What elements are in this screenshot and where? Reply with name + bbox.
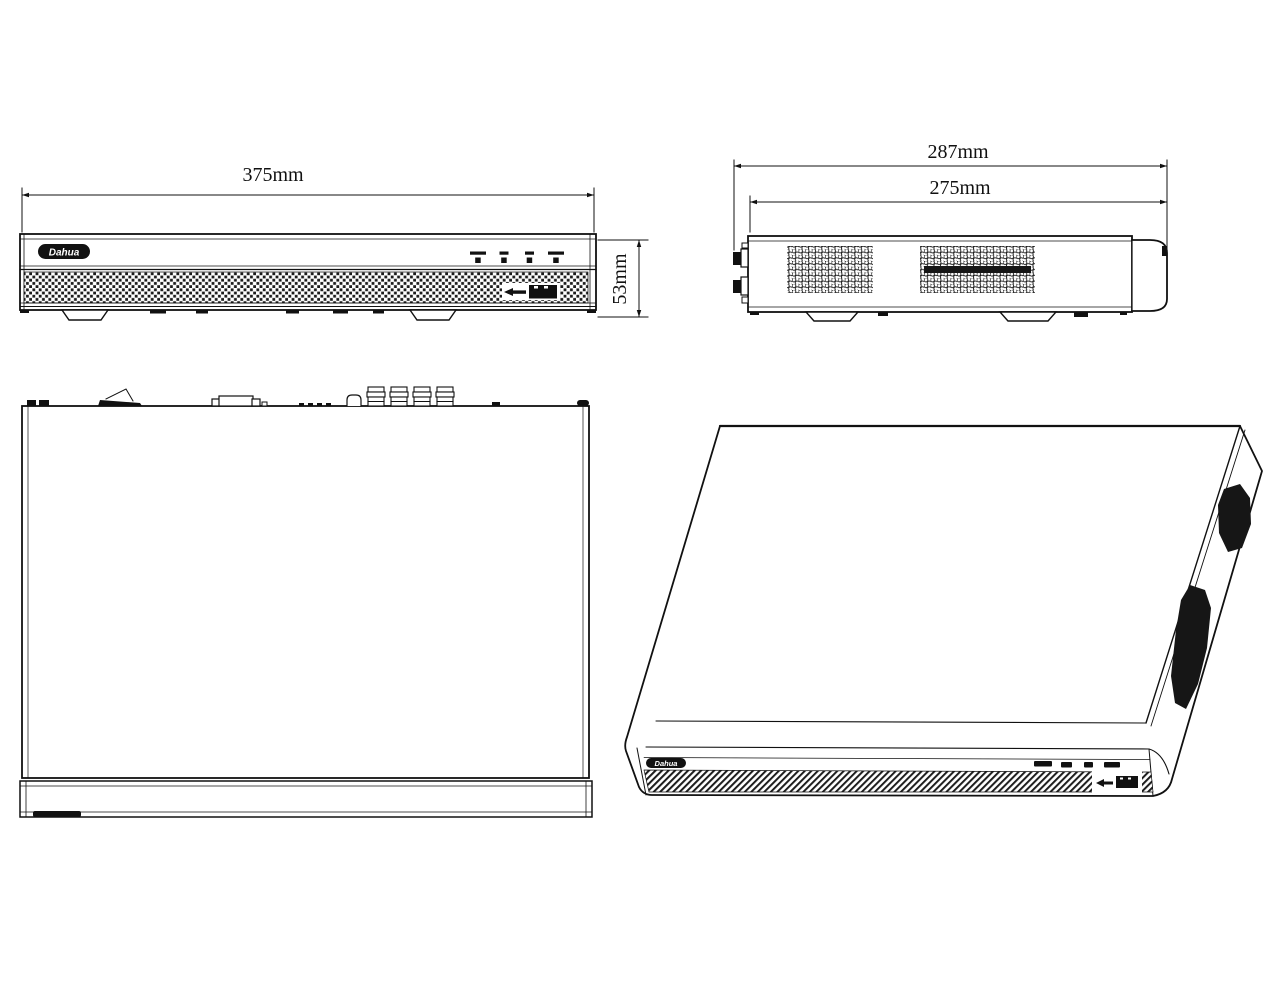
status-led-icon [1084, 762, 1093, 768]
status-led-icon [525, 251, 534, 263]
status-led-icon [470, 251, 486, 263]
side-view: 287mm 275mm [733, 141, 1168, 322]
status-led-icon [548, 251, 564, 263]
side-chassis [733, 235, 1168, 322]
logo-text: Dahua [655, 759, 678, 768]
foot-pad [408, 309, 458, 321]
top-right-edge-inner [1150, 429, 1246, 727]
bezel-strip-outline [19, 780, 593, 818]
bnc-connector-tip [733, 252, 741, 265]
vent-slot [924, 266, 1031, 273]
rear-tab [27, 400, 36, 406]
front-left-cap-line [636, 747, 647, 796]
body-depth-label: 275mm [929, 177, 991, 199]
logo-badge [38, 244, 90, 259]
bnc-connector [412, 386, 432, 407]
width-dimension-label: 375mm [242, 164, 304, 186]
foot-pad [804, 311, 860, 322]
rear-tab [741, 242, 749, 249]
power-switch [98, 388, 142, 406]
port-pins [299, 403, 331, 406]
rear-tab [492, 402, 500, 406]
logo-mark [33, 811, 81, 817]
status-led-icon [1061, 762, 1072, 768]
top-cover-outline [21, 405, 590, 779]
width-dimension: 375mm [21, 164, 595, 233]
vent-grille-left [787, 246, 873, 293]
bnc-connectors [366, 386, 455, 407]
top-front-edge [655, 720, 1147, 724]
bezel-top-line [645, 746, 1150, 750]
logo-text: Dahua [49, 248, 80, 259]
audio-connector [346, 394, 362, 407]
status-indicators [470, 251, 564, 263]
bnc-connector [740, 248, 749, 268]
bottom-marks [750, 312, 1127, 317]
vga-connector [211, 395, 268, 407]
status-led-icon [1034, 761, 1052, 767]
iso-front-panel: Dahua [636, 746, 1170, 797]
front-view: 375mm Dahua [19, 164, 649, 321]
usb-port [529, 285, 557, 299]
usb-area [1092, 770, 1142, 793]
bezel-ridge-line [643, 757, 1151, 760]
height-dimension-label: 53mm [609, 253, 631, 305]
usb-icon [1096, 779, 1113, 787]
isometric-view: Dahua [624, 424, 1263, 797]
bnc-connector [389, 386, 409, 407]
usb-icon [504, 288, 526, 296]
mesh-grille [23, 271, 589, 304]
front-bezel-side [1131, 239, 1168, 312]
rear-connectors-side [733, 242, 749, 304]
usb-port [1116, 776, 1138, 788]
bnc-connector [435, 386, 455, 407]
usb-area [502, 283, 560, 300]
bezel-mark [1162, 246, 1167, 256]
foot-pad [998, 311, 1058, 322]
rear-connectors-top [27, 386, 589, 407]
top-right-edge [1145, 425, 1241, 724]
rear-tab [741, 296, 749, 304]
bottom-marks [20, 310, 596, 314]
status-indicators [1034, 761, 1120, 768]
mesh-grille [643, 769, 1154, 793]
side-vents [1171, 484, 1251, 709]
feet [20, 309, 596, 321]
brand-logo: Dahua [38, 244, 90, 259]
top-view [19, 386, 593, 818]
status-led-icon [499, 251, 509, 263]
total-depth-dimension: 287mm [733, 141, 1168, 256]
rear-tab [577, 400, 589, 406]
bnc-connector-tip [733, 280, 741, 293]
foot-pad [60, 309, 110, 321]
feet [750, 311, 1127, 322]
height-dimension: 53mm [597, 239, 649, 318]
bnc-connector [740, 276, 749, 296]
status-led-icon [1104, 762, 1120, 768]
bezel-cap-curve [1148, 748, 1170, 775]
logo-badge [646, 758, 686, 768]
brand-logo: Dahua [646, 758, 686, 768]
vent-patch-upper [1218, 484, 1251, 552]
rear-tab [39, 400, 49, 406]
front-bezel-top [19, 780, 593, 818]
front-panel: Dahua [19, 233, 597, 321]
total-depth-label: 287mm [927, 141, 989, 163]
device-silhouette [624, 425, 1263, 797]
bezel-outline [1131, 239, 1168, 312]
bnc-connector [366, 386, 386, 407]
body-depth-dimension: 275mm [749, 177, 1168, 233]
vent-patch-lower [1171, 585, 1211, 709]
